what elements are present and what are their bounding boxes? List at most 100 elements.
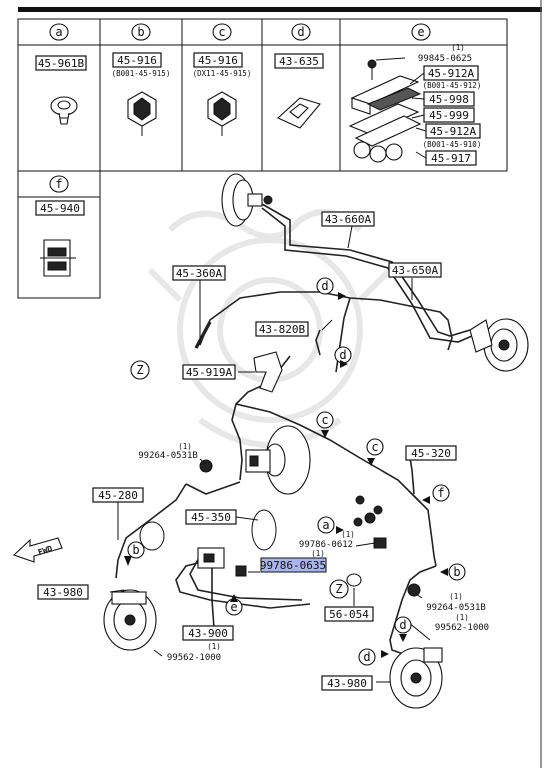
svg-text:43-980: 43-980: [327, 677, 367, 690]
col-f-letter: f: [49, 175, 69, 193]
callout-d-lower-left[interactable]: d: [358, 648, 376, 666]
svg-text:FWD: FWD: [37, 544, 54, 557]
note-dx11: (DX11-45-915): [193, 69, 252, 78]
svg-text:45-280: 45-280: [98, 489, 138, 502]
note-b001: (B001-45-915): [112, 69, 171, 78]
clip-b-icon: [127, 91, 157, 136]
bolt-99786-0635-icon: [235, 565, 247, 577]
clip-f-icon: [40, 239, 76, 277]
part-label-43-900[interactable]: 43-900: [182, 625, 234, 641]
e-note-910: (B001-45-910): [423, 140, 482, 149]
part-label-45-998[interactable]: 45-998: [423, 91, 475, 107]
svg-text:45-360A: 45-360A: [176, 267, 223, 280]
part-label-99562-1000-right[interactable]: 99562-1000: [435, 623, 489, 633]
part-label-43-660A[interactable]: 43-660A: [321, 211, 375, 227]
callout-b-left[interactable]: b: [127, 541, 145, 559]
callout-b-right[interactable]: b: [448, 563, 466, 581]
svg-text:99786-0635: 99786-0635: [260, 559, 326, 572]
svg-text:43-635: 43-635: [279, 55, 319, 68]
svg-text:Z: Z: [136, 363, 143, 377]
svg-text:c: c: [321, 413, 328, 427]
svg-text:b: b: [132, 543, 139, 557]
brake-pipes: [115, 203, 473, 661]
callout-d-middle[interactable]: d: [334, 346, 352, 364]
svg-text:43-900: 43-900: [188, 627, 228, 640]
part-label-45-320[interactable]: 45-320: [405, 445, 457, 461]
e-screw-part[interactable]: 99845-0625: [418, 54, 472, 64]
svg-text:b: b: [453, 565, 460, 579]
col-b-letter: b: [131, 23, 151, 41]
part-label-45-912A-top[interactable]: 45-912A: [423, 65, 479, 81]
fwd-direction-arrow-icon: FWD: [12, 537, 63, 563]
part-label-99562-1000-left[interactable]: 99562-1000: [167, 653, 221, 663]
svg-text:e: e: [417, 25, 424, 39]
part-label-45-919A[interactable]: 45-919A: [182, 364, 236, 380]
part-label-43-820B[interactable]: 43-820B: [255, 321, 309, 337]
part-label-99786-0612[interactable]: 99786-0612: [299, 540, 353, 550]
part-label-99786-0635-highlighted[interactable]: 99786-0635: [260, 557, 327, 573]
bolt-99264-0531B-top-icon: [199, 459, 213, 473]
svg-text:c: c: [371, 440, 378, 454]
callout-d-lower-right[interactable]: d: [394, 616, 412, 634]
callout-d-upper[interactable]: d: [316, 277, 334, 295]
part-label-99264-0531B-top[interactable]: 99264-0531B: [138, 451, 198, 461]
svg-text:43-650A: 43-650A: [392, 264, 439, 277]
part-label-56-054[interactable]: 56-054: [324, 606, 374, 622]
svg-text:d: d: [321, 279, 328, 293]
svg-text:45-940: 45-940: [40, 202, 80, 215]
part-label-45-916-b[interactable]: 45-916: [112, 52, 162, 68]
col-a-letter: a: [49, 23, 69, 41]
part-label-45-961B[interactable]: 45-961B: [35, 55, 87, 71]
svg-text:e: e: [230, 600, 237, 614]
part-label-43-650A[interactable]: 43-650A: [388, 262, 442, 278]
svg-text:43-660A: 43-660A: [325, 213, 372, 226]
part-label-99264-0531B-right[interactable]: 99264-0531B: [426, 603, 486, 613]
spring-clip-d-icon: [277, 97, 321, 129]
col-d-letter: d: [291, 23, 311, 41]
svg-text:45-917: 45-917: [431, 152, 471, 165]
qty-99562-right: (1): [455, 613, 469, 622]
svg-text:b: b: [137, 25, 144, 39]
callout-z-lower[interactable]: Z: [329, 579, 349, 599]
svg-text:45-919A: 45-919A: [186, 366, 233, 379]
rear-right-brake-disc-icon: [469, 318, 529, 372]
svg-text:45-916: 45-916: [198, 54, 238, 67]
col-c-letter: c: [212, 23, 232, 41]
svg-text:Z: Z: [335, 582, 342, 596]
svg-text:45-912A: 45-912A: [428, 67, 475, 80]
callout-a[interactable]: a: [317, 516, 335, 534]
part-label-45-912A-bottom[interactable]: 45-912A: [425, 123, 481, 139]
qty-99786-0612: (1): [341, 530, 355, 539]
grommet-a-icon: [50, 96, 78, 125]
small-clips-icon: [353, 495, 383, 527]
callout-f[interactable]: f: [432, 484, 450, 502]
svg-text:56-054: 56-054: [329, 608, 369, 621]
part-label-43-980-right[interactable]: 43-980: [321, 675, 373, 691]
header-parts-table: [17, 18, 508, 299]
qty-99562-left: (1): [207, 642, 221, 651]
part-label-45-916-c[interactable]: 45-916: [193, 52, 243, 68]
grommet-56-054-icon: [346, 573, 362, 587]
svg-text:c: c: [218, 25, 225, 39]
callout-c-upper[interactable]: c: [316, 411, 334, 429]
part-label-45-917[interactable]: 45-917: [425, 150, 477, 166]
part-label-45-280[interactable]: 45-280: [92, 487, 144, 503]
qty-99264-right: (1): [449, 592, 463, 601]
callout-c-right[interactable]: c: [366, 438, 384, 456]
part-label-43-635[interactable]: 43-635: [274, 53, 324, 69]
svg-text:43-820B: 43-820B: [259, 323, 306, 336]
part-label-45-350[interactable]: 45-350: [185, 509, 237, 525]
brake-booster-icon: [221, 173, 273, 227]
callout-z-upper[interactable]: Z: [130, 360, 150, 380]
svg-text:a: a: [322, 518, 329, 532]
svg-text:f: f: [55, 177, 62, 191]
part-label-43-980-left[interactable]: 43-980: [37, 584, 89, 600]
part-label-45-940[interactable]: 45-940: [35, 200, 85, 216]
svg-text:45-912A: 45-912A: [430, 125, 477, 138]
qty-99264-top: (1): [178, 442, 192, 451]
part-label-45-360A[interactable]: 45-360A: [172, 265, 226, 281]
top-border-bar: [18, 7, 542, 12]
svg-text:45-320: 45-320: [411, 447, 451, 460]
part-label-45-999[interactable]: 45-999: [423, 107, 475, 123]
